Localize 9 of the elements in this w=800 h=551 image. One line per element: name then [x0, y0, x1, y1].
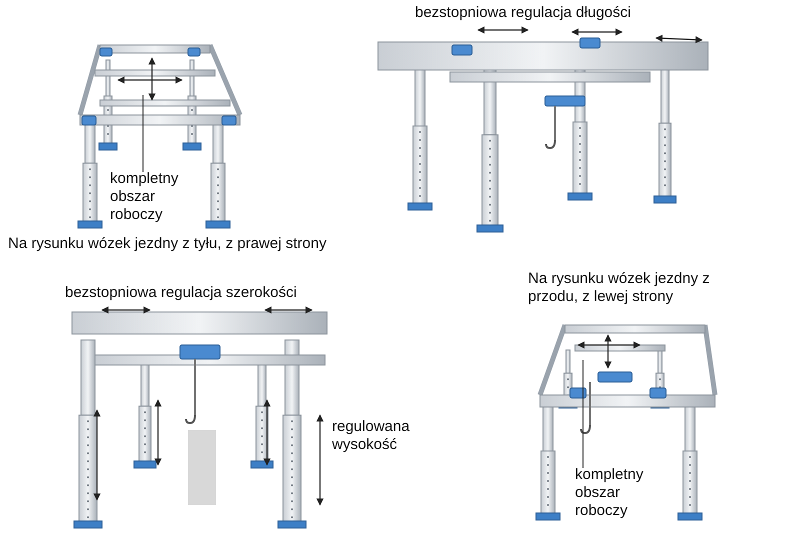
caption-text: Na rysunku wózek jezdny z tyłu, z prawej strony: [8, 235, 328, 253]
heading-text: bezstopniowa regulacja długości: [415, 4, 632, 22]
annotation-text: kompletny obszar roboczy: [110, 170, 205, 224]
annotation-text: regulowana wysokość: [332, 418, 411, 454]
caption-text: Na rysunku wózek jezdny z przodu, z lewej strony: [528, 270, 711, 306]
leader-line: [582, 360, 584, 468]
annotation-text: kompletny obszar roboczy: [575, 466, 670, 520]
heading-text: bezstopniowa regulacja szerokości: [65, 284, 298, 302]
leader-line: [142, 94, 144, 172]
